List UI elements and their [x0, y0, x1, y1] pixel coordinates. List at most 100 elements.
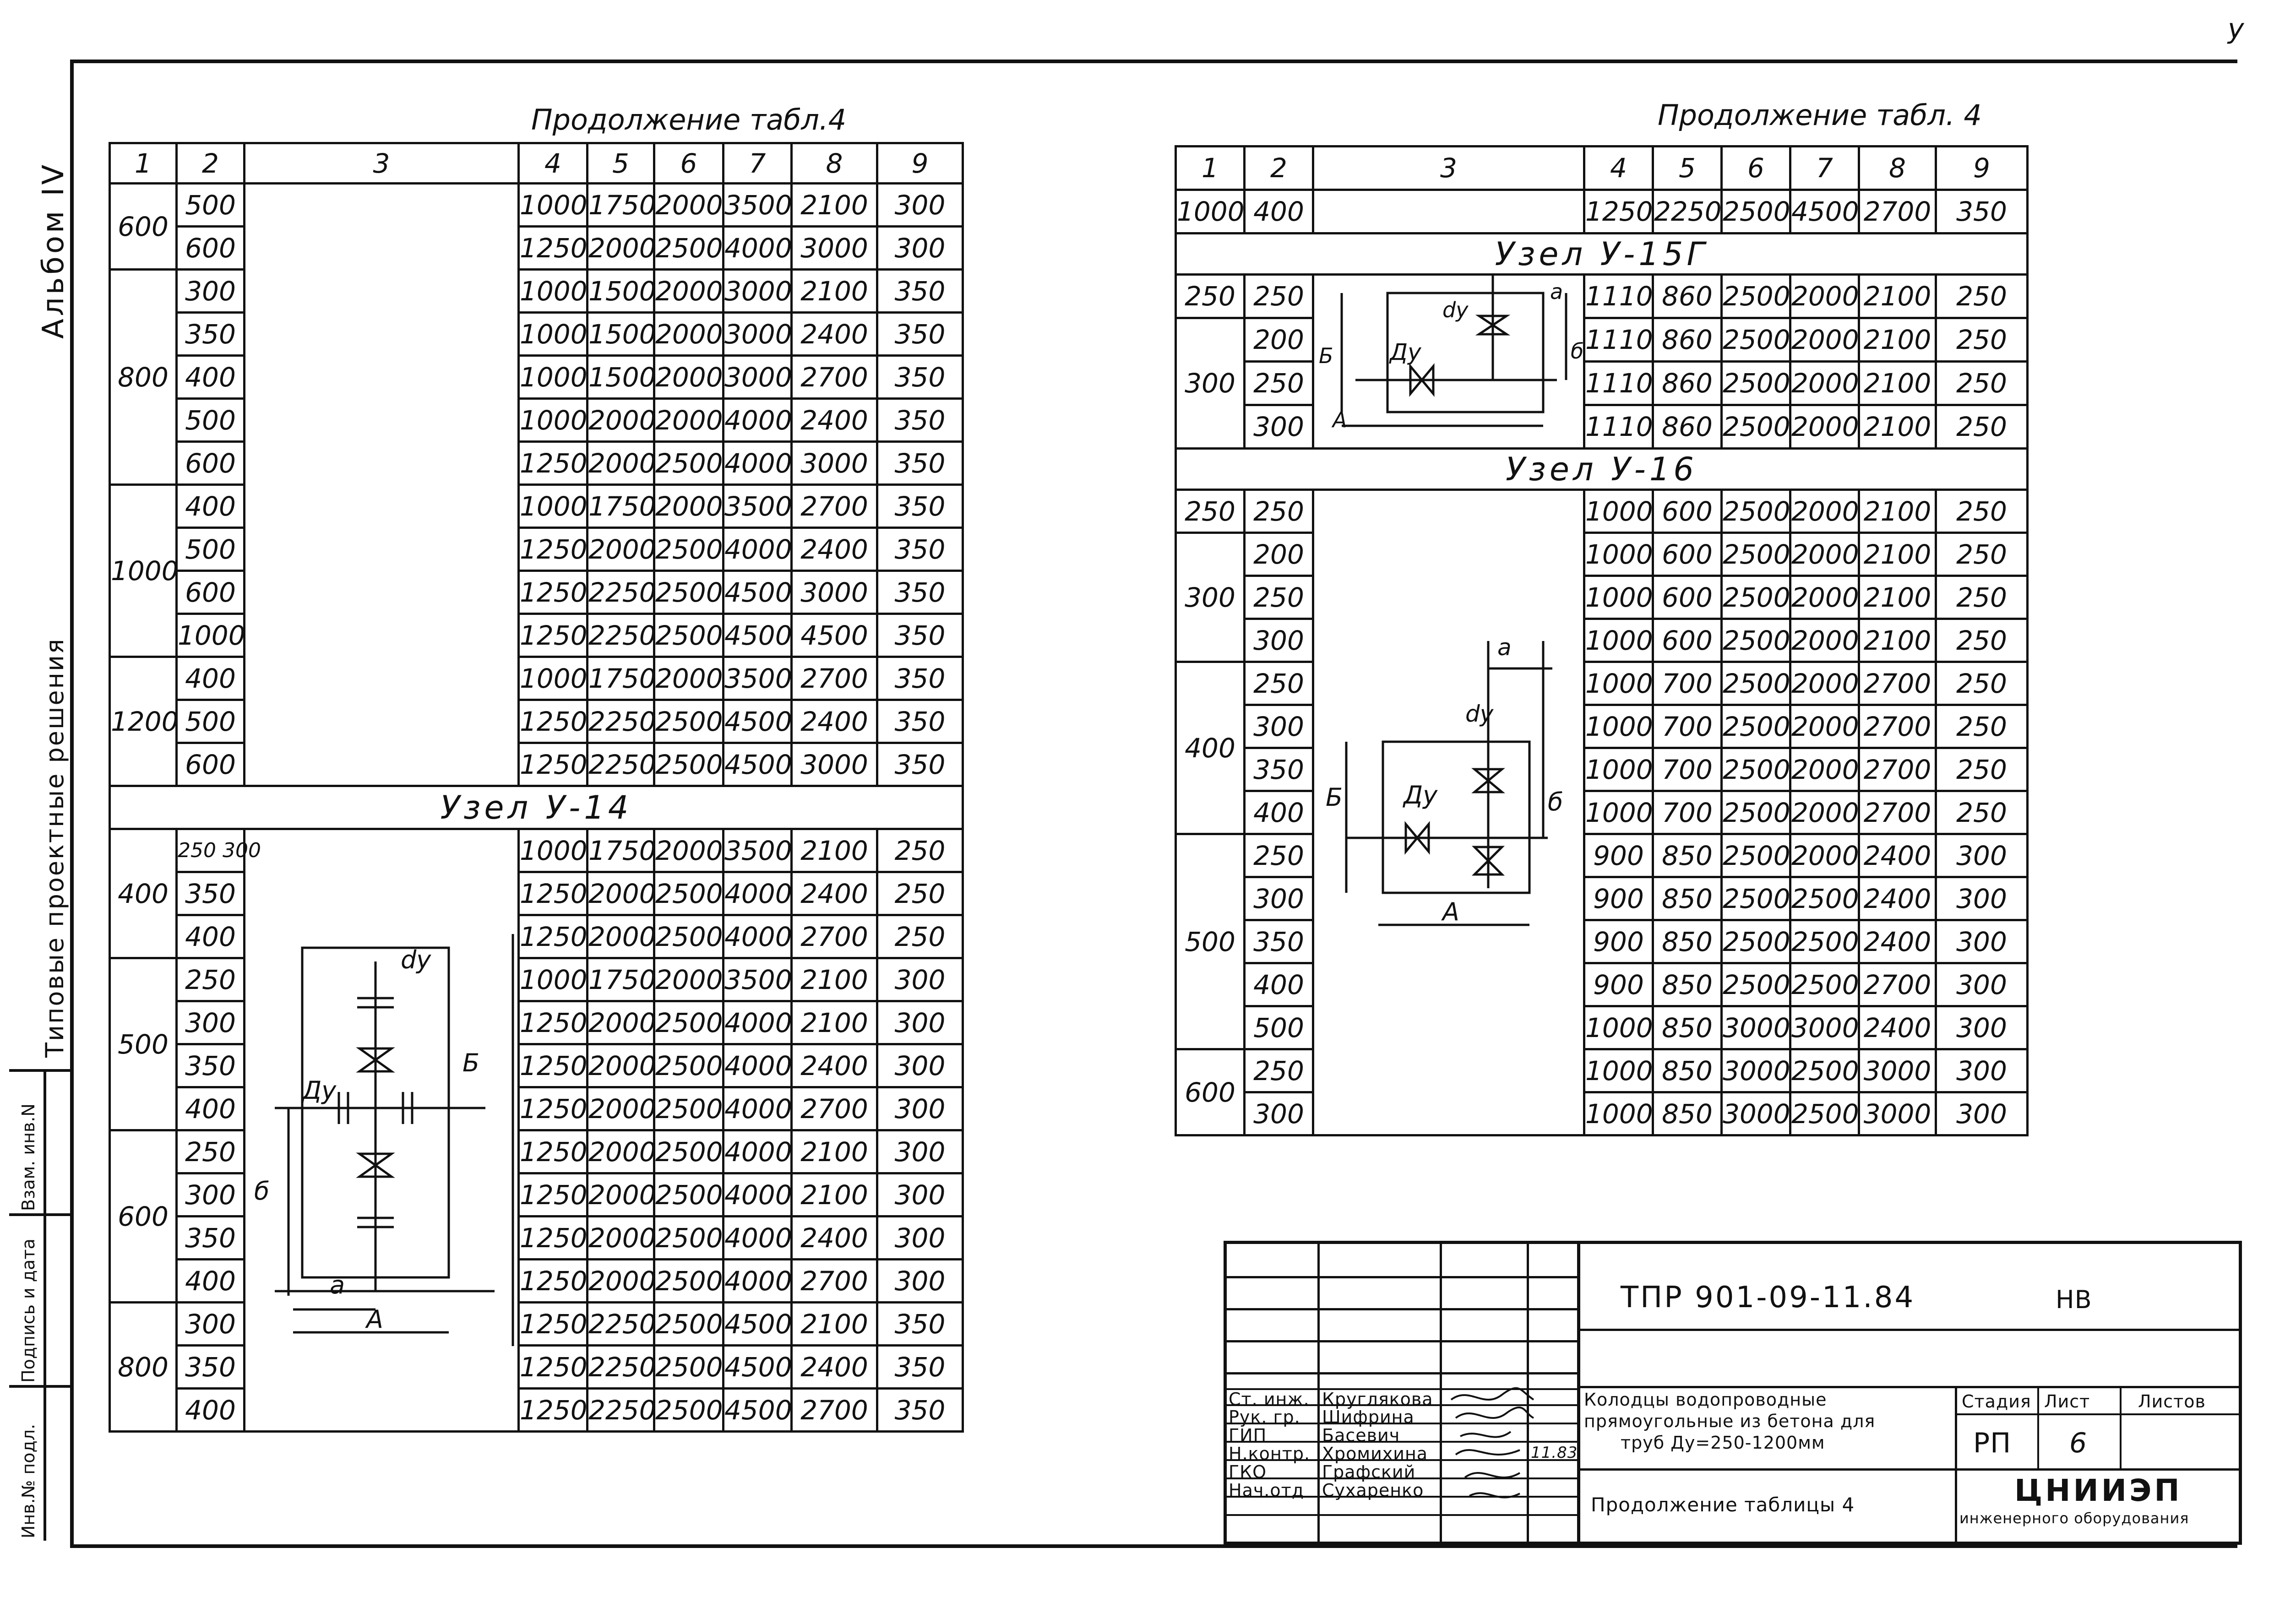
blank-column-cell: [1312, 189, 1585, 234]
value-cell: 700: [1652, 747, 1723, 792]
value-cell: 1000: [517, 182, 588, 228]
branch-diameter-cell: 350: [1243, 919, 1314, 964]
value-cell: 2250: [586, 1301, 656, 1347]
value-cell: 300: [876, 225, 964, 271]
value-cell: 2500: [653, 914, 724, 959]
value-cell: 2400: [1858, 876, 1937, 921]
value-cell: 3000: [1720, 1048, 1791, 1093]
diagram-column-cell: [1312, 273, 1585, 450]
name-gip: Басевич: [1322, 1425, 1400, 1445]
value-cell: 4500: [722, 1301, 793, 1347]
value-cell: 2400: [790, 311, 878, 357]
branch-diameter-cell: 300: [175, 1172, 245, 1217]
value-cell: 3000: [722, 268, 793, 314]
value-cell: 250: [1935, 489, 2029, 534]
branch-diameter-cell: 250: [175, 957, 245, 1002]
value-cell: 2500: [653, 1086, 724, 1131]
value-cell: 2700: [790, 354, 878, 400]
pipe-diameter-cell: 250: [1175, 489, 1246, 534]
branch-diameter-cell: 200: [1243, 532, 1314, 577]
value-cell: 300: [1935, 1005, 2029, 1050]
pipe-diameter-cell: 600: [1175, 1048, 1246, 1136]
column-header: 3: [1312, 145, 1585, 191]
value-cell: 1000: [1583, 661, 1654, 706]
value-cell: 2000: [586, 225, 656, 271]
value-cell: 350: [876, 483, 964, 529]
album-label: Альбом IV: [37, 162, 71, 339]
value-cell: 2500: [653, 699, 724, 744]
column-header: 8: [1858, 145, 1937, 191]
role-gko: ГКО: [1229, 1462, 1267, 1482]
branch-diameter-cell: 250: [1243, 1048, 1314, 1093]
value-cell: 2500: [1789, 1048, 1860, 1093]
value-cell: 1750: [586, 182, 656, 228]
branch-diameter-cell: 300: [175, 1000, 245, 1045]
value-cell: 1000: [517, 957, 588, 1002]
value-cell: 250: [1935, 532, 2029, 577]
value-cell: 850: [1652, 1005, 1723, 1050]
value-cell: 2500: [1720, 919, 1791, 964]
branch-diameter-cell: 250: [1243, 661, 1314, 706]
value-cell: 2000: [653, 828, 724, 873]
sign-date-label: Подпись и дата: [18, 1238, 38, 1383]
blank-column-cell: [243, 182, 520, 787]
value-cell: 2250: [586, 742, 656, 787]
value-cell: 4000: [722, 914, 793, 959]
section-row: Узел У-16: [1175, 447, 2029, 491]
value-cell: 2250: [1652, 189, 1723, 234]
value-cell: 2250: [586, 613, 656, 658]
value-cell: 2000: [586, 527, 656, 572]
column-header: 9: [1935, 145, 2029, 191]
value-cell: 2500: [653, 613, 724, 658]
u15g-dy-label: dy: [1442, 298, 1469, 322]
value-cell: 2500: [653, 1215, 724, 1260]
value-cell: 300: [876, 1129, 964, 1174]
value-cell: 2500: [653, 225, 724, 271]
value-cell: 3000: [1720, 1005, 1791, 1050]
value-cell: 2000: [1789, 790, 1860, 835]
value-cell: 2500: [653, 527, 724, 572]
column-header: 1: [1175, 145, 1246, 191]
column-header: 1: [109, 142, 178, 185]
branch-diameter-cell: 300: [175, 1301, 245, 1347]
pipe-diameter-cell: 300: [1175, 317, 1246, 450]
branch-diameter-cell: 300: [1243, 618, 1314, 663]
stage-value: РП: [1973, 1427, 2012, 1459]
diagram-column-cell: [1312, 489, 1585, 1136]
sheet-value: 6: [2069, 1427, 2088, 1459]
sidebar-divider: [9, 1385, 74, 1388]
value-cell: 1250: [517, 527, 588, 572]
value-cell: 1000: [1583, 618, 1654, 663]
value-cell: 1250: [517, 742, 588, 787]
value-cell: 1250: [1583, 189, 1654, 234]
role-gip: ГИП: [1229, 1425, 1267, 1445]
organization-name: ЦНИИЭП: [2014, 1473, 2182, 1508]
u15g-a-label: a: [1550, 279, 1563, 304]
value-cell: 250: [876, 828, 964, 873]
value-cell: 3500: [722, 182, 793, 228]
value-cell: 2500: [653, 1172, 724, 1217]
value-cell: 350: [876, 656, 964, 701]
pipe-diameter-cell: 400: [109, 828, 178, 959]
branch-diameter-cell: 400: [175, 1086, 245, 1131]
value-cell: 250: [1935, 747, 2029, 792]
value-cell: 850: [1652, 1091, 1723, 1136]
value-cell: 2000: [586, 914, 656, 959]
value-cell: 300: [876, 1258, 964, 1304]
value-cell: 2000: [653, 957, 724, 1002]
pipe-diameter-cell: 300: [1175, 532, 1246, 663]
role-dept-head: Нач.отд: [1229, 1480, 1305, 1500]
value-cell: 2500: [1789, 919, 1860, 964]
value-cell: 300: [876, 1086, 964, 1131]
value-cell: 1000: [517, 354, 588, 400]
